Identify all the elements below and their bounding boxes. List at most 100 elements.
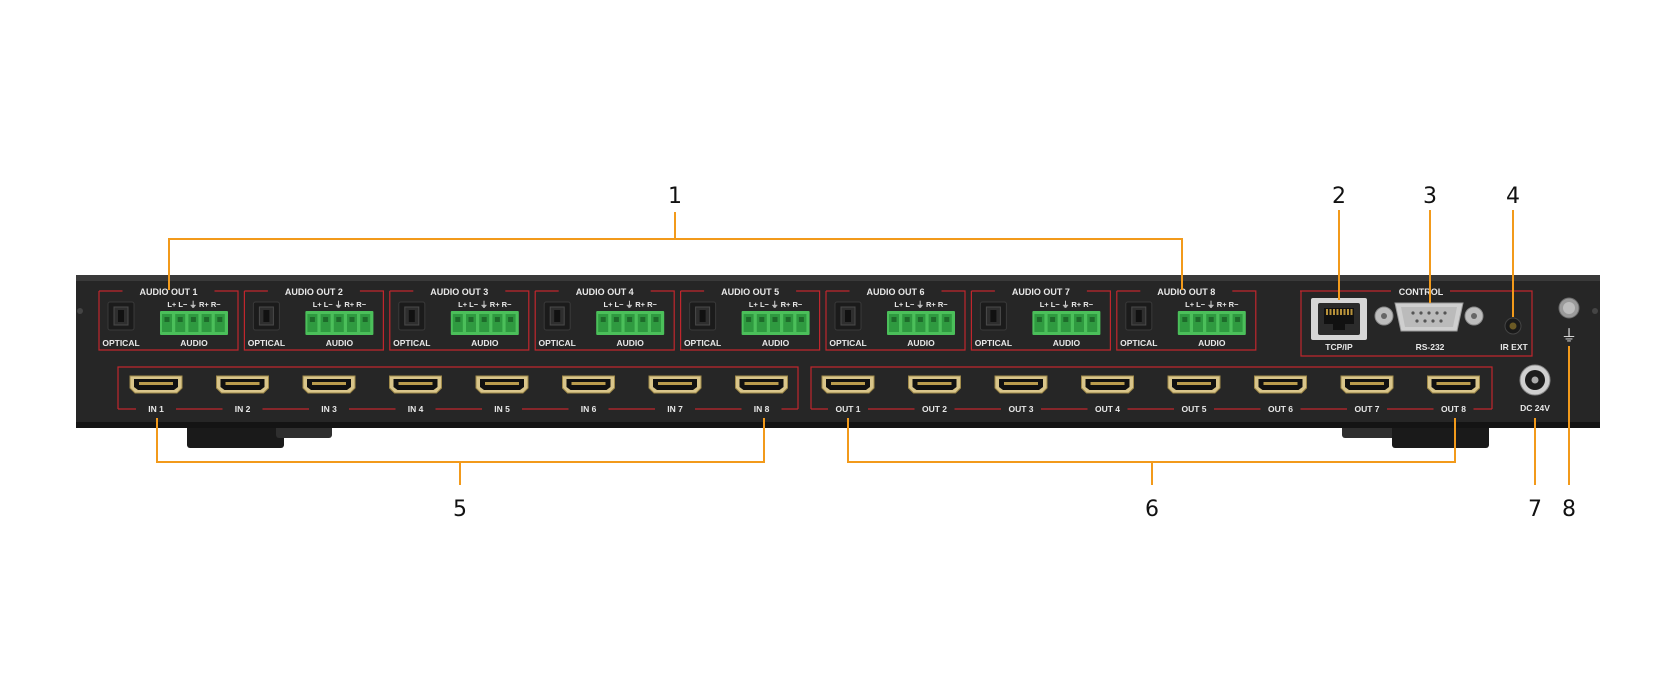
hdmi-in-label: IN 1 [148, 404, 164, 414]
hdmi-in-label: IN 2 [235, 404, 251, 414]
control-section: CONTROL TCP/IP [1300, 287, 1533, 357]
hdmi-input-section [117, 366, 799, 410]
optical-label: OPTICAL [684, 338, 721, 348]
optical-label: OPTICAL [102, 338, 139, 348]
audio-terminal-block[interactable] [450, 311, 519, 335]
audio-out-block-7: AUDIO OUT 7 OPTICAL L+ L− ⏚ R+ R− AUDIO [970, 287, 1111, 351]
hdmi-in-label: IN 6 [581, 404, 597, 414]
hdmi-out-label: OUT 7 [1354, 404, 1379, 414]
audio-label: AUDIO [1053, 338, 1081, 348]
hdmi-out-port-2[interactable] [908, 375, 961, 394]
audio-pin-labels: L+ L− ⏚ R+ R− [1185, 300, 1239, 309]
hdmi-input-ports: IN 1 IN 2 IN 3 IN 4 IN 5 IN 6 IN 7 IN 8 [129, 375, 788, 414]
hdmi-in-port-8[interactable] [735, 375, 788, 394]
hdmi-in-port-1[interactable] [129, 375, 183, 394]
callout-2: 2 [1332, 184, 1346, 209]
audio-pin-labels: L+ L− ⏚ R+ R− [167, 300, 221, 309]
optical-label: OPTICAL [393, 338, 430, 348]
hdmi-in-port-2[interactable] [216, 375, 269, 394]
callout-1: 1 [668, 184, 682, 209]
hdmi-out-port-5[interactable] [1167, 375, 1221, 394]
audio-out-title: AUDIO OUT 7 [1012, 287, 1070, 297]
audio-out-title: AUDIO OUT 1 [139, 287, 197, 297]
optical-label: OPTICAL [975, 338, 1012, 348]
audio-pin-labels: L+ L− ⏚ R+ R− [458, 300, 512, 309]
audio-pin-labels: L+ L− ⏚ R+ R− [604, 300, 658, 309]
hdmi-in-label: IN 3 [321, 404, 337, 414]
audio-terminal-block[interactable] [1032, 311, 1101, 335]
audio-terminal-block[interactable] [596, 311, 665, 335]
hdmi-in-port-4[interactable] [389, 375, 442, 394]
hdmi-out-port-6[interactable] [1254, 375, 1307, 394]
audio-terminal-block[interactable] [741, 311, 810, 335]
audio-out-block-3: AUDIO OUT 3 OPTICAL L+ L− ⏚ R+ R− AUDIO [389, 287, 530, 351]
audio-label: AUDIO [762, 338, 790, 348]
audio-label: AUDIO [180, 338, 208, 348]
hdmi-out-port-4[interactable] [1081, 375, 1134, 394]
optical-port[interactable] [543, 301, 571, 331]
callout-5: 5 [453, 497, 467, 522]
audio-out-title: AUDIO OUT 6 [866, 287, 924, 297]
optical-port[interactable] [398, 301, 426, 331]
optical-label: OPTICAL [248, 338, 285, 348]
optical-port[interactable] [979, 301, 1007, 331]
ground-symbol: ⏚ [1561, 326, 1577, 345]
audio-pin-labels: L+ L− ⏚ R+ R− [749, 300, 803, 309]
hdmi-in-label: IN 7 [667, 404, 683, 414]
hdmi-out-label: OUT 4 [1095, 404, 1120, 414]
hdmi-in-port-5[interactable] [475, 375, 529, 394]
tcpip-label: TCP/IP [1325, 342, 1353, 352]
ethernet-port[interactable] [1311, 298, 1367, 340]
hdmi-in-label: IN 5 [494, 404, 510, 414]
hdmi-out-port-1[interactable] [821, 375, 875, 394]
ground-terminal[interactable]: ⏚ [1558, 297, 1580, 345]
audio-terminal-block[interactable] [305, 311, 374, 335]
audio-terminal-block[interactable] [1177, 311, 1246, 335]
audio-terminal-block[interactable] [160, 311, 228, 335]
optical-port[interactable] [689, 301, 717, 331]
ir-ext-jack[interactable] [1504, 317, 1522, 335]
hdmi-out-label: OUT 5 [1181, 404, 1206, 414]
audio-pin-labels: L+ L− ⏚ R+ R− [1040, 300, 1094, 309]
hdmi-out-port-3[interactable] [994, 375, 1048, 394]
audio-label: AUDIO [617, 338, 645, 348]
audio-out-title: AUDIO OUT 2 [285, 287, 343, 297]
audio-out-title: AUDIO OUT 8 [1157, 287, 1215, 297]
audio-out-title: AUDIO OUT 5 [721, 287, 779, 297]
hdmi-out-label: OUT 1 [835, 404, 860, 414]
optical-port[interactable] [107, 301, 135, 331]
hdmi-in-port-3[interactable] [302, 375, 356, 394]
hdmi-out-port-7[interactable] [1340, 375, 1394, 394]
audio-terminal-block[interactable] [887, 311, 955, 335]
audio-label: AUDIO [471, 338, 499, 348]
hdmi-in-label: IN 8 [754, 404, 770, 414]
hdmi-in-port-6[interactable] [562, 375, 615, 394]
audio-out-title: AUDIO OUT 3 [430, 287, 488, 297]
optical-port[interactable] [1125, 301, 1153, 331]
callout-6: 6 [1145, 497, 1159, 522]
callout-8: 8 [1562, 497, 1576, 522]
callout-lines [156, 210, 1570, 485]
callout-7: 7 [1528, 497, 1542, 522]
control-title: CONTROL [1399, 287, 1444, 297]
dc-power-jack[interactable] [1519, 364, 1551, 396]
hdmi-in-port-7[interactable] [648, 375, 702, 394]
hdmi-out-port-8[interactable] [1427, 375, 1480, 394]
hdmi-out-label: OUT 2 [922, 404, 947, 414]
optical-label: OPTICAL [539, 338, 576, 348]
audio-label: AUDIO [907, 338, 935, 348]
hdmi-in-label: IN 4 [408, 404, 424, 414]
hdmi-out-label: OUT 8 [1441, 404, 1466, 414]
rs232-port[interactable] [1374, 302, 1484, 332]
ir-ext-label: IR EXT [1500, 342, 1528, 352]
audio-pin-labels: L+ L− ⏚ R+ R− [894, 300, 948, 309]
audio-out-block-1: AUDIO OUT 1 OPTICAL L+ L− ⏚ R+ R− AUDIO [98, 287, 239, 351]
optical-port[interactable] [834, 301, 862, 331]
optical-port[interactable] [252, 301, 280, 331]
hdmi-out-label: OUT 6 [1268, 404, 1293, 414]
